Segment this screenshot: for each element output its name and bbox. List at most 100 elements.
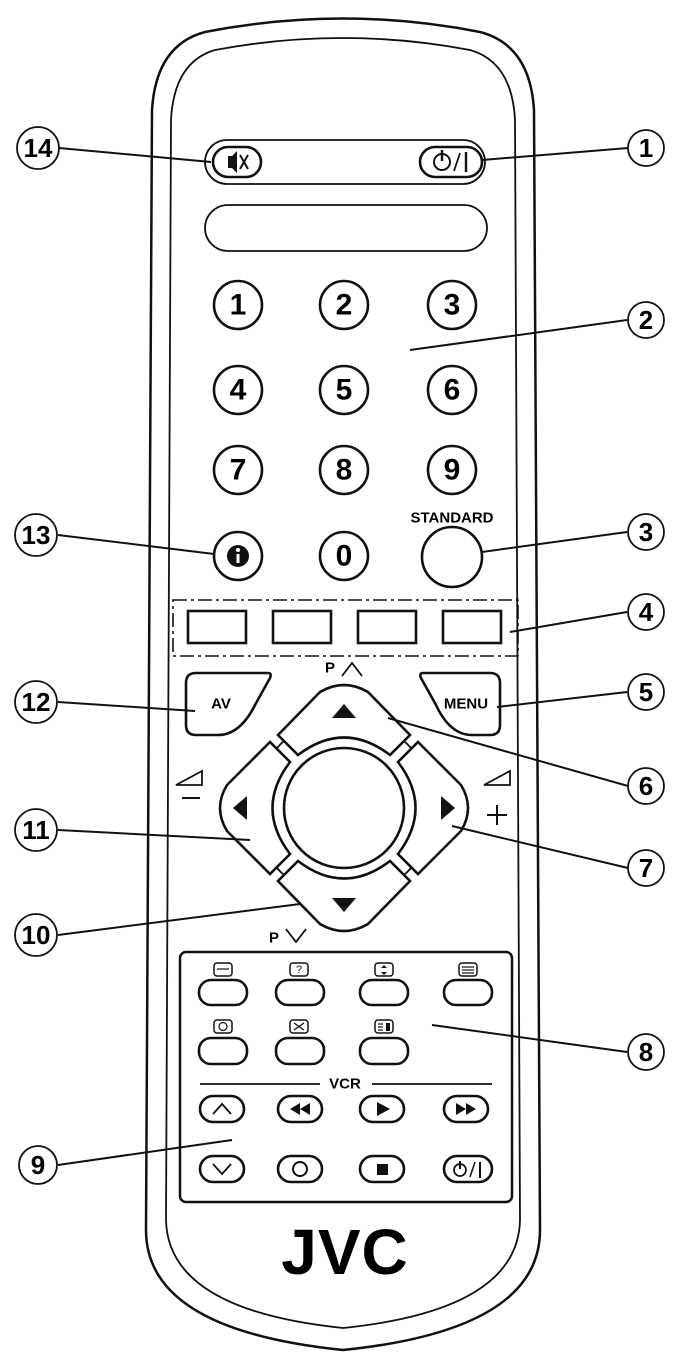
info-button[interactable] — [212, 530, 264, 582]
standard-label: STANDARD — [410, 510, 493, 527]
channel-down-button[interactable] — [276, 859, 412, 933]
volume-up-button[interactable] — [396, 740, 470, 876]
number-button-8[interactable]: 8 — [318, 444, 370, 496]
teletext-index-icon — [374, 1019, 394, 1034]
svg-text:13: 13 — [22, 520, 51, 550]
svg-text:7: 7 — [639, 853, 653, 883]
svg-text:1: 1 — [639, 133, 653, 163]
svg-text:11: 11 — [22, 815, 50, 845]
standard-button[interactable] — [420, 525, 484, 589]
vcr-channel-down-button[interactable] — [198, 1154, 246, 1184]
svg-text:4: 4 — [230, 374, 247, 407]
svg-text:AV: AV — [211, 696, 231, 713]
number-button-3[interactable]: 3 — [426, 279, 478, 331]
callout-14: 14 — [16, 126, 60, 170]
callout-8: 8 — [627, 1033, 665, 1071]
power-button[interactable] — [418, 145, 484, 179]
callout-5: 5 — [627, 673, 665, 711]
teletext-size-button[interactable] — [197, 962, 249, 1007]
arrow-right-icon — [441, 796, 455, 820]
teletext-cancel-button[interactable] — [274, 1019, 326, 1066]
svg-text:9: 9 — [444, 454, 461, 487]
teletext-hold-button[interactable] — [358, 962, 410, 1007]
vcr-fast-forward-icon — [456, 1103, 476, 1115]
svg-text:9: 9 — [31, 1150, 45, 1180]
vcr-fast-forward-button[interactable] — [442, 1094, 490, 1124]
vcr-play-button[interactable] — [358, 1094, 406, 1124]
svg-text:14: 14 — [24, 133, 53, 163]
number-button-1[interactable]: 1 — [212, 279, 264, 331]
svg-text:12: 12 — [22, 687, 51, 717]
info-icon — [227, 545, 249, 567]
callout-3: 3 — [627, 513, 665, 551]
number-button-6[interactable]: 6 — [426, 364, 478, 416]
vcr-record-button[interactable] — [276, 1154, 324, 1184]
mute-icon — [228, 151, 249, 173]
callouts: 1 2 3 4 5 6 7 8 9 10 11 12 13 14 — [14, 126, 665, 1185]
teletext-hold-icon — [374, 962, 394, 977]
svg-text:0: 0 — [336, 540, 353, 573]
vcr-stop-icon — [377, 1164, 388, 1175]
number-button-4[interactable]: 4 — [212, 364, 264, 416]
arrow-up-icon — [332, 704, 356, 718]
vcr-channel-down-icon — [212, 1163, 232, 1176]
arrow-down-icon — [332, 898, 356, 912]
channel-up-button[interactable] — [276, 683, 412, 757]
number-button-5[interactable]: 5 — [318, 364, 370, 416]
vcr-divider: VCR — [200, 1076, 492, 1093]
svg-text:3: 3 — [639, 517, 653, 547]
mute-button[interactable] — [211, 145, 263, 179]
green-button[interactable] — [271, 609, 333, 645]
number-button-2[interactable]: 2 — [318, 279, 370, 331]
p-up-label: P — [325, 660, 363, 677]
blue-button[interactable] — [441, 609, 503, 645]
navigation-cluster — [253, 717, 435, 899]
teletext-reveal-button[interactable]: ? — [274, 962, 326, 1007]
function-panel — [178, 950, 514, 1204]
menu-button[interactable]: MENU — [419, 671, 502, 737]
svg-text:4: 4 — [639, 597, 654, 627]
svg-text:P: P — [269, 930, 279, 947]
remote-body — [144, 17, 542, 1352]
vcr-channel-up-icon — [212, 1102, 232, 1115]
teletext-clock-icon — [213, 1019, 233, 1034]
svg-text:MENU: MENU — [444, 696, 488, 713]
red-button[interactable] — [186, 609, 248, 645]
vcr-channel-up-button[interactable] — [198, 1094, 246, 1124]
svg-text:P: P — [325, 660, 335, 677]
teletext-clock-button[interactable] — [197, 1019, 249, 1066]
teletext-text-icon — [458, 962, 478, 977]
teletext-index-button[interactable] — [358, 1019, 410, 1066]
number-button-9[interactable]: 9 — [426, 444, 478, 496]
vcr-rewind-icon — [290, 1103, 310, 1115]
av-button[interactable]: AV — [184, 671, 272, 737]
callout-7: 7 — [627, 849, 665, 887]
svg-text:1: 1 — [230, 289, 247, 322]
number-button-0[interactable]: 0 — [318, 530, 370, 582]
teletext-cancel-icon — [289, 1019, 309, 1034]
volume-down-button[interactable] — [218, 740, 292, 876]
svg-text:5: 5 — [336, 374, 353, 407]
vcr-record-icon — [292, 1161, 308, 1177]
callout-9: 9 — [18, 1145, 58, 1185]
number-button-7[interactable]: 7 — [212, 444, 264, 496]
vcr-stop-button[interactable] — [358, 1154, 406, 1184]
volume-up-label — [483, 769, 511, 825]
arrow-left-icon — [233, 796, 247, 820]
svg-text:?: ? — [296, 964, 302, 976]
callout-leaders — [57, 147, 629, 1166]
callout-2: 2 — [627, 301, 665, 339]
teletext-text-button[interactable] — [442, 962, 494, 1007]
yellow-button[interactable] — [356, 609, 418, 645]
callout-11: 11 — [14, 808, 58, 852]
vcr-power-button[interactable] — [442, 1154, 494, 1184]
svg-text:6: 6 — [639, 771, 653, 801]
svg-text:10: 10 — [22, 920, 51, 950]
power-icon — [433, 150, 468, 172]
svg-text:3: 3 — [444, 289, 461, 322]
p-down-label: P — [269, 928, 307, 947]
svg-text:7: 7 — [230, 454, 247, 487]
callout-13: 13 — [14, 513, 58, 557]
teletext-size-icon — [213, 962, 233, 977]
vcr-rewind-button[interactable] — [276, 1094, 324, 1124]
